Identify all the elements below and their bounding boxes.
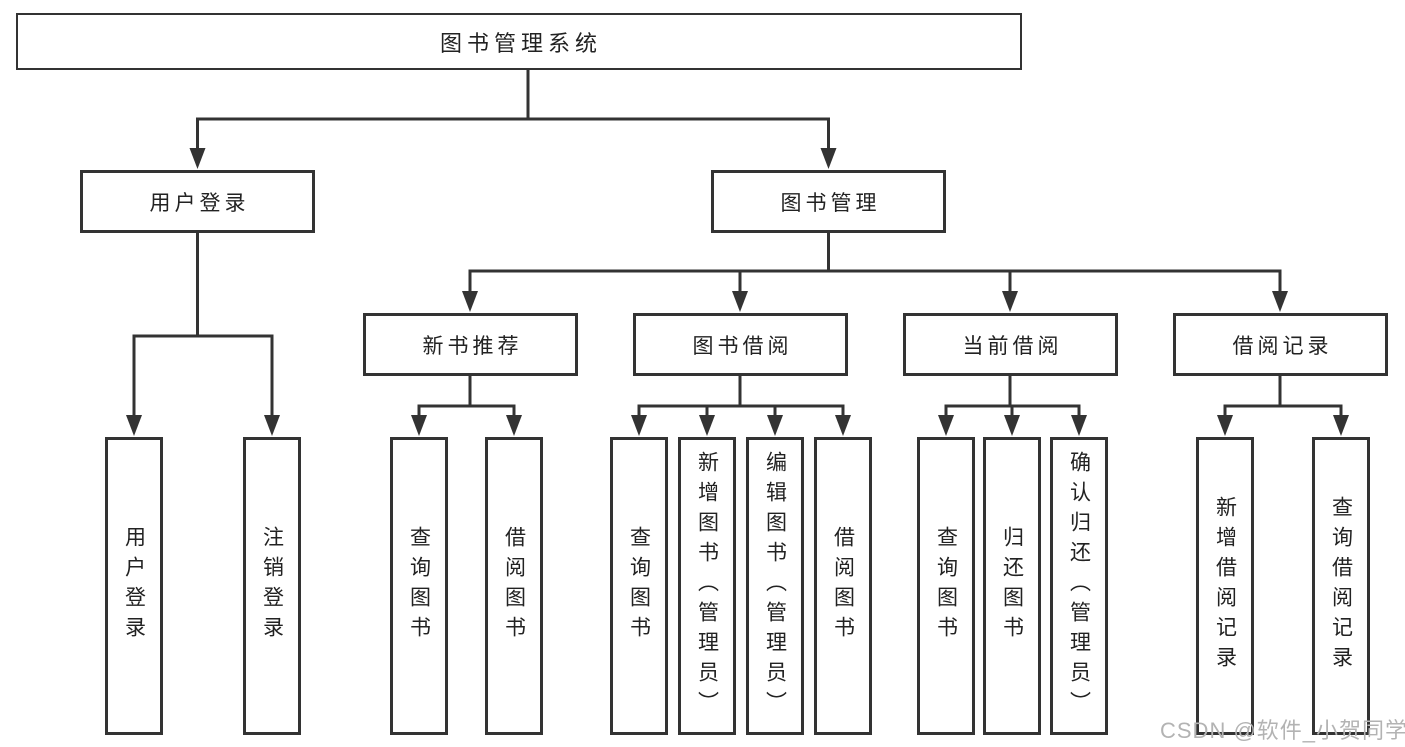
leaf-add-books-admin: 新增图书（管理员） xyxy=(678,437,736,735)
node-label: 借阅图书 xyxy=(831,526,855,646)
node-label: 新增借阅记录 xyxy=(1213,496,1237,676)
edge-current-borrowing-to-leaves xyxy=(938,376,1087,436)
node-label: 查询借阅记录 xyxy=(1329,496,1353,676)
edge-book-borrowing-to-leaves xyxy=(631,376,851,436)
edge-root-to-level2 xyxy=(189,70,837,169)
edge-user-login-to-leaves xyxy=(126,233,280,436)
node-label: 借阅记录 xyxy=(1232,334,1333,358)
node-label: 注销登录 xyxy=(260,526,284,646)
leaf-borrow-books-2: 借阅图书 xyxy=(814,437,872,735)
node-label: 查询图书 xyxy=(407,526,431,646)
leaf-query-borrow-record: 查询借阅记录 xyxy=(1312,437,1370,735)
edge-new-book-recommend-to-leaves xyxy=(411,376,522,436)
leaf-query-books-2: 查询图书 xyxy=(610,437,668,735)
node-user-login: 用户登录 xyxy=(80,170,315,233)
leaf-borrow-books-1: 借阅图书 xyxy=(485,437,543,735)
edge-book-mgmt-to-level3 xyxy=(462,233,1288,312)
node-label: 确认归还（管理员） xyxy=(1067,451,1091,721)
leaf-query-books-1: 查询图书 xyxy=(390,437,448,735)
node-current-borrowing: 当前借阅 xyxy=(903,313,1118,376)
node-label: 当前借阅 xyxy=(962,334,1063,358)
edge-borrowing-records-to-leaves xyxy=(1217,376,1349,436)
node-label: 用户登录 xyxy=(149,191,250,215)
leaf-logout: 注销登录 xyxy=(243,437,301,735)
node-borrowing-records: 借阅记录 xyxy=(1173,313,1388,376)
node-label: 图书管理 xyxy=(780,191,881,215)
node-label: 用户登录 xyxy=(122,526,146,646)
leaf-edit-books-admin: 编辑图书（管理员） xyxy=(746,437,804,735)
leaf-add-borrow-record: 新增借阅记录 xyxy=(1196,437,1254,735)
node-label: 编辑图书（管理员） xyxy=(763,451,787,721)
csdn-watermark: CSDN @软件_小贺同学 xyxy=(1160,718,1405,743)
leaf-query-books-3: 查询图书 xyxy=(917,437,975,735)
node-label: 图书管理系统 xyxy=(439,30,602,56)
node-label: 新书推荐 xyxy=(422,334,523,358)
node-label: 查询图书 xyxy=(627,526,651,646)
node-new-book-recommend: 新书推荐 xyxy=(363,313,578,376)
node-book-borrowing: 图书借阅 xyxy=(633,313,848,376)
leaf-user-login: 用户登录 xyxy=(105,437,163,735)
node-label: 新增图书（管理员） xyxy=(695,451,719,721)
node-label: 查询图书 xyxy=(934,526,958,646)
leaf-return-books: 归还图书 xyxy=(983,437,1041,735)
node-label: 图书借阅 xyxy=(692,334,793,358)
leaf-confirm-return-admin: 确认归还（管理员） xyxy=(1050,437,1108,735)
node-label: 借阅图书 xyxy=(502,526,526,646)
node-library-management-system: 图书管理系统 xyxy=(16,13,1022,70)
node-label: 归还图书 xyxy=(1000,526,1024,646)
node-book-management: 图书管理 xyxy=(711,170,946,233)
